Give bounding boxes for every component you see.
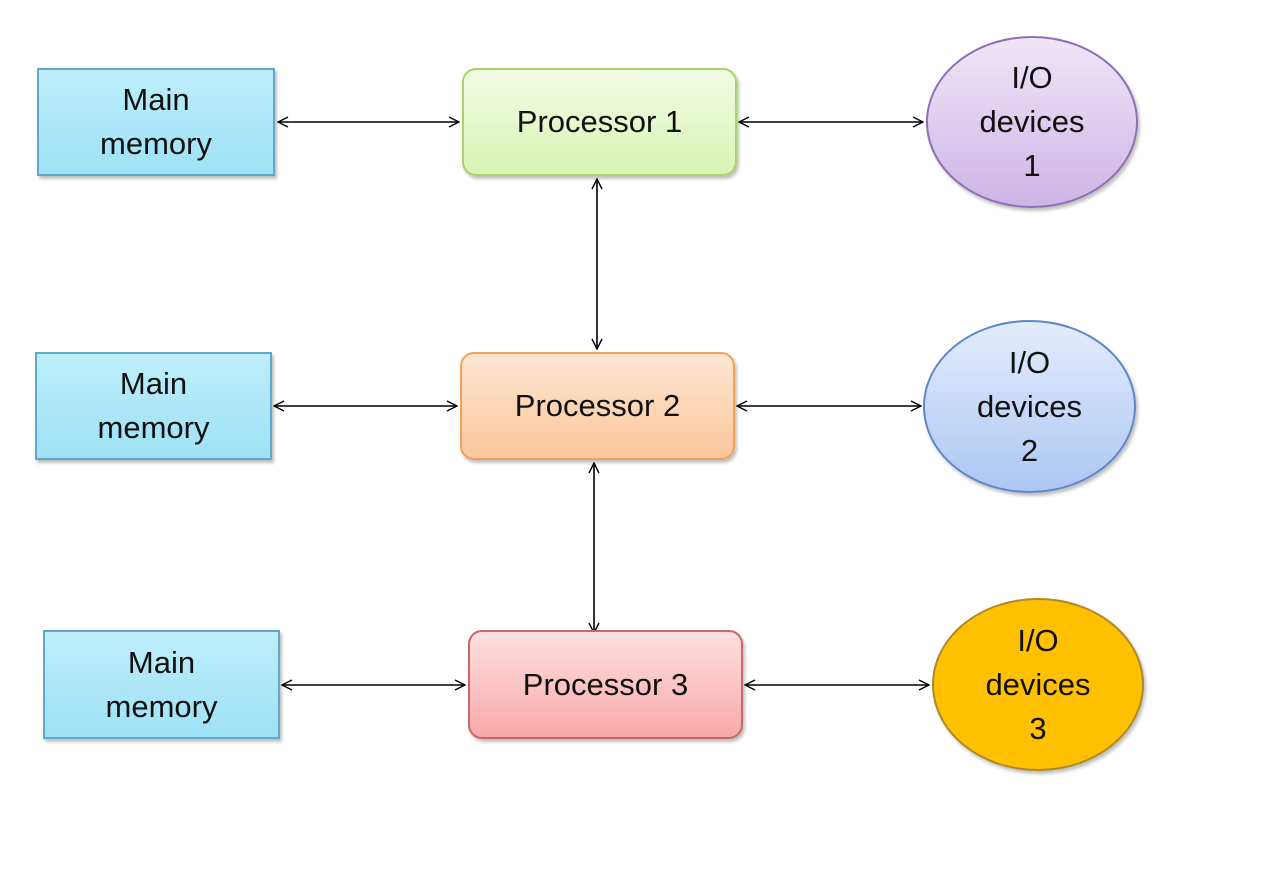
processor-label: Processor 3 bbox=[522, 666, 689, 702]
processor-box-3: Processor 3 bbox=[468, 630, 743, 739]
io-devices-ellipse-1: I/O devices 1 bbox=[926, 36, 1138, 208]
processor-label: Processor 1 bbox=[516, 104, 683, 139]
io-devices-ellipse-3: I/O devices 3 bbox=[932, 598, 1144, 771]
io-label-line3: 3 bbox=[1029, 710, 1047, 746]
main-memory-label-line2: memory bbox=[97, 410, 210, 445]
main-memory-label-line1: Main bbox=[127, 644, 196, 680]
main-memory-box-2: Main memory bbox=[35, 352, 272, 460]
main-memory-label-line2: memory bbox=[100, 126, 212, 161]
main-memory-box-1: Main memory bbox=[37, 68, 275, 176]
io-devices-ellipse-2: I/O devices 2 bbox=[923, 320, 1136, 493]
io-label-line1: I/O bbox=[1008, 344, 1051, 380]
main-memory-label-line1: Main bbox=[119, 366, 188, 401]
io-label-line3: 1 bbox=[1023, 148, 1041, 183]
main-memory-box-3: Main memory bbox=[43, 630, 280, 739]
io-label-line2: devices bbox=[976, 388, 1083, 424]
processor-label: Processor 2 bbox=[514, 388, 681, 423]
io-label-line1: I/O bbox=[1017, 622, 1059, 658]
io-label-line2: devices bbox=[979, 104, 1085, 139]
main-memory-label-line2: memory bbox=[105, 688, 218, 724]
main-memory-label-line1: Main bbox=[122, 82, 190, 117]
io-label-line3: 2 bbox=[1020, 432, 1039, 468]
io-label-line2: devices bbox=[985, 666, 1091, 702]
processor-box-2: Processor 2 bbox=[460, 352, 735, 460]
io-label-line1: I/O bbox=[1011, 60, 1053, 95]
processor-box-1: Processor 1 bbox=[462, 68, 737, 176]
